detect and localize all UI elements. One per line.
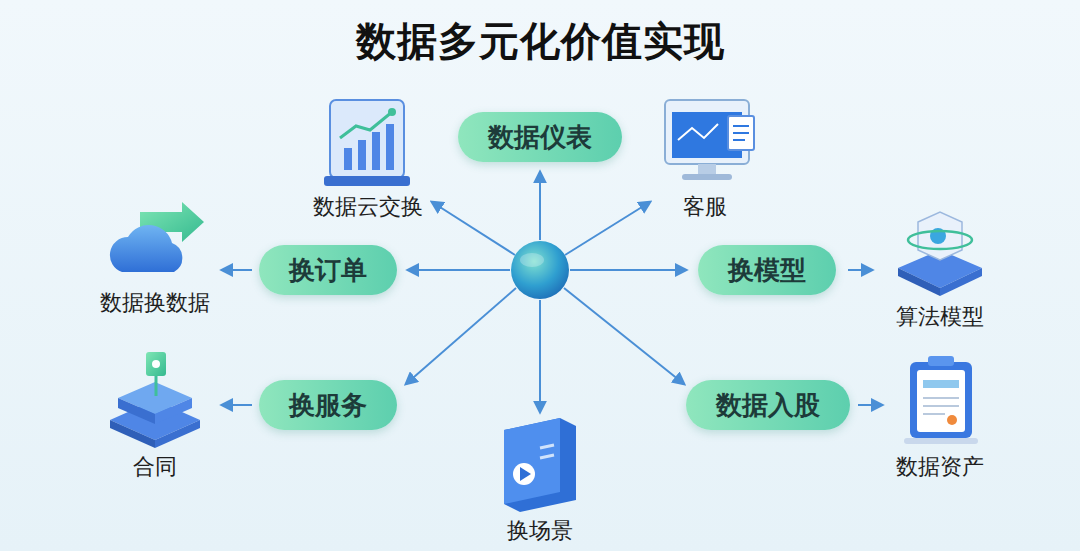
globe (511, 241, 569, 299)
title: 数据多元化价值实现 (0, 14, 1080, 69)
pill-text: 数据仪表 (488, 120, 592, 155)
icon-caption: 数据云交换 (313, 192, 423, 222)
value-pill: 换服务 (259, 380, 397, 430)
pill-text: 换订单 (289, 253, 367, 288)
pill-text: 数据入股 (716, 388, 820, 423)
value-pill: 换模型 (698, 245, 836, 295)
value-pill: 数据仪表 (458, 112, 622, 162)
icon-caption: 合同 (133, 452, 177, 482)
book-icon (504, 418, 576, 512)
cloud-icon (110, 202, 204, 272)
pill-text: 换服务 (289, 388, 367, 423)
icon-caption: 数据资产 (896, 452, 984, 482)
value-pill: 换订单 (259, 245, 397, 295)
cube-icon (898, 212, 982, 296)
pill-text: 换模型 (728, 253, 806, 288)
icon-caption: 算法模型 (896, 302, 984, 332)
server-icon (110, 352, 200, 448)
clipboard-icon (904, 356, 978, 444)
icon-caption: 换场景 (507, 516, 573, 546)
value-pill: 数据入股 (686, 380, 850, 430)
icon-caption: 数据换数据 (100, 288, 210, 318)
rays (222, 172, 882, 412)
monitor-icon (665, 100, 754, 180)
chart-icon (324, 100, 410, 186)
icon-caption: 客服 (683, 192, 727, 222)
